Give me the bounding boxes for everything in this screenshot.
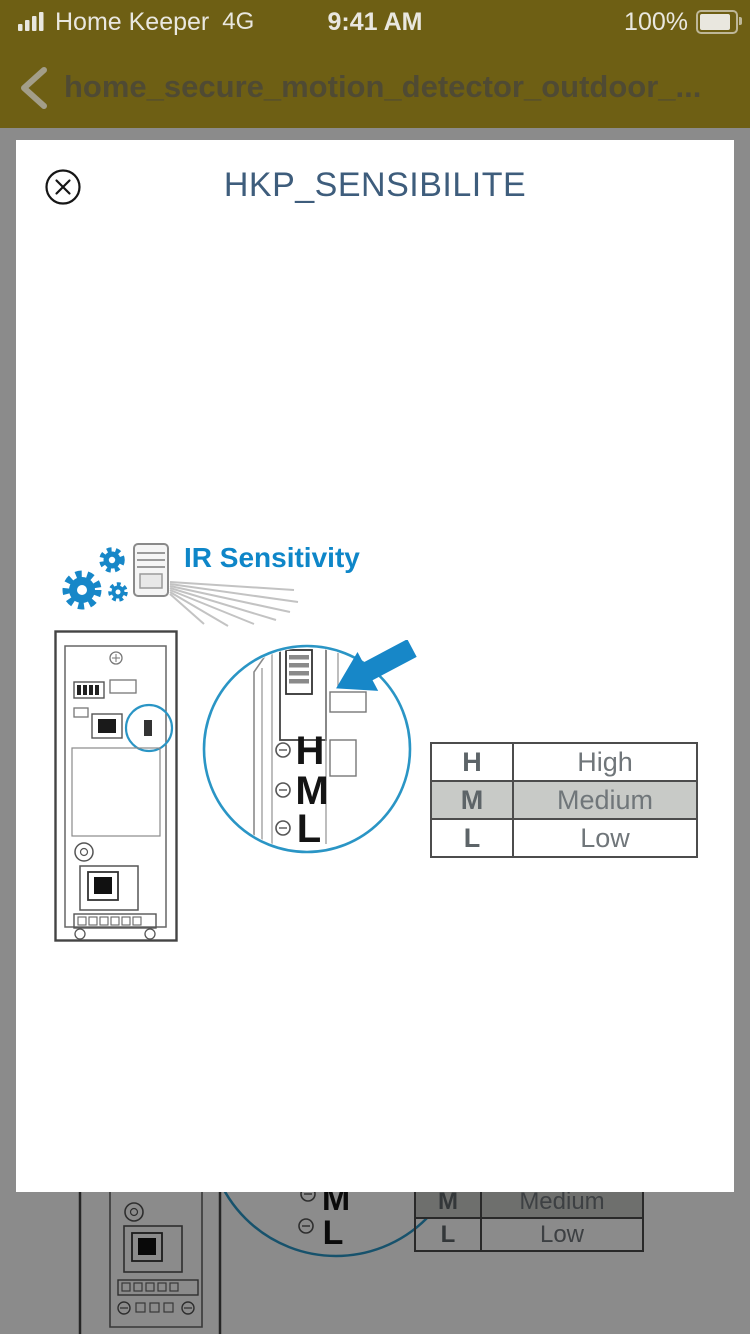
table-cell-key: L [430,818,514,858]
background-sensitivity-table: M Medium L Low [414,1184,644,1252]
motion-detector-icon [133,543,299,627]
table-cell-value: High [512,742,698,782]
table-cell-key: M [430,780,514,820]
switch-label-m: M [295,769,328,813]
settings-gears-icon [62,547,128,610]
battery-icon [696,10,742,34]
table-row: L Low [430,818,698,858]
table-row: H High [430,742,698,782]
cellular-signal-icon [18,12,44,31]
table-cell-value: Low [480,1217,644,1252]
table-cell-value: Medium [512,780,698,820]
pointer-arrow-icon [336,640,417,691]
status-bar: Home Keeper 4G 9:41 AM 100% [0,0,750,44]
zoom-circle-diagram: H M L [202,644,412,854]
back-chevron-icon[interactable] [16,66,50,110]
sensitivity-modal: HKP_SENSIBILITE [16,140,734,1192]
modal-title: HKP_SENSIBILITE [223,166,527,204]
carrier-label: Home Keeper [55,7,210,36]
table-row: L Low [414,1217,644,1252]
table-cell-key: L [414,1217,482,1252]
battery-percent-label: 100% [624,7,688,36]
switch-label-h: H [296,729,325,773]
figure-heading: IR Sensitivity [184,542,360,573]
background-switch-label-l: L [323,1214,344,1252]
nav-bar: home_secure_motion_detector_outdoor_... [0,44,750,128]
device-diagram [54,630,178,942]
table-cell-value: Low [512,818,698,858]
clock: 9:41 AM [327,7,423,36]
close-icon[interactable] [44,168,82,206]
switch-label-l: L [297,807,321,851]
sensitivity-table: H High M Medium L Low [430,742,698,858]
background-device-diagram [78,1192,222,1334]
table-cell-key: H [430,742,514,782]
table-row: M Medium [430,780,698,820]
document-title: home_secure_motion_detector_outdoor_... [64,69,702,104]
network-type-label: 4G [222,8,255,35]
